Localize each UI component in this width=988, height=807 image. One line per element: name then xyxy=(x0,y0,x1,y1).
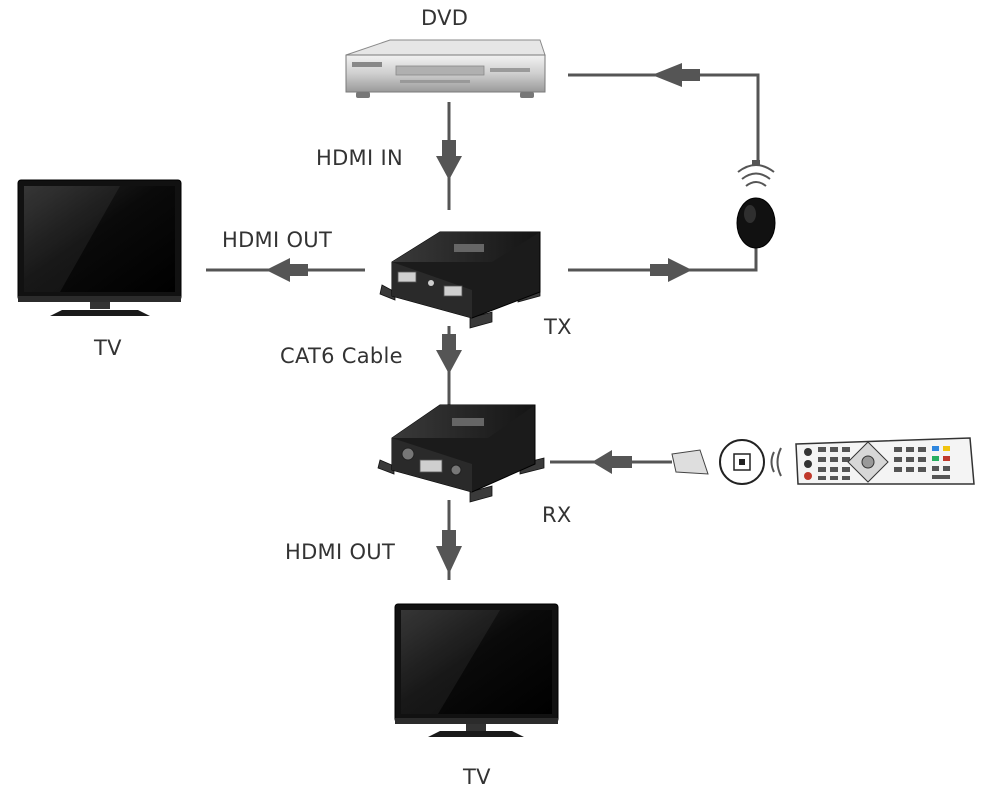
tx-label: TX xyxy=(544,315,572,339)
dvd-label: DVD xyxy=(421,6,469,30)
signal-waves-icon xyxy=(741,172,771,180)
tv-bottom-label: TV xyxy=(463,765,491,789)
hdmi-out-bottom-label: HDMI OUT xyxy=(285,540,396,564)
arrow-right-icon xyxy=(650,258,692,282)
ir-receiver-line xyxy=(568,248,758,272)
remote-control-icon xyxy=(795,437,975,485)
arrow-left-icon xyxy=(266,258,308,282)
connectors xyxy=(206,73,760,580)
arrow-left-icon xyxy=(652,63,700,87)
rx-label: RX xyxy=(542,503,572,527)
tv-bottom-icon xyxy=(394,603,559,737)
cat6-cable-label: CAT6 Cable xyxy=(280,344,403,368)
signal-waves-icon xyxy=(776,447,782,477)
signal-waves-icon xyxy=(745,181,767,187)
arrow-down-icon xyxy=(436,530,462,574)
hdmi-in-label: HDMI IN xyxy=(316,146,403,170)
signal-waves-icon xyxy=(737,164,775,173)
ir-emitter-icon xyxy=(671,439,782,485)
hdmi-out-top-label: HDMI OUT xyxy=(222,228,333,252)
signal-waves-icon xyxy=(770,451,775,473)
arrowheads xyxy=(266,63,700,574)
arrow-down-icon xyxy=(436,140,462,180)
arrow-down-icon xyxy=(436,334,462,374)
arrow-left-icon xyxy=(592,450,632,474)
tx-extender-icon xyxy=(379,231,541,329)
rx-extender-icon xyxy=(377,404,545,503)
tv-left-icon xyxy=(17,179,182,316)
dvd-player-icon xyxy=(345,39,546,98)
ir-return-line xyxy=(568,73,760,160)
ir-receiver-icon xyxy=(736,160,776,249)
tv-left-label: TV xyxy=(94,336,122,360)
